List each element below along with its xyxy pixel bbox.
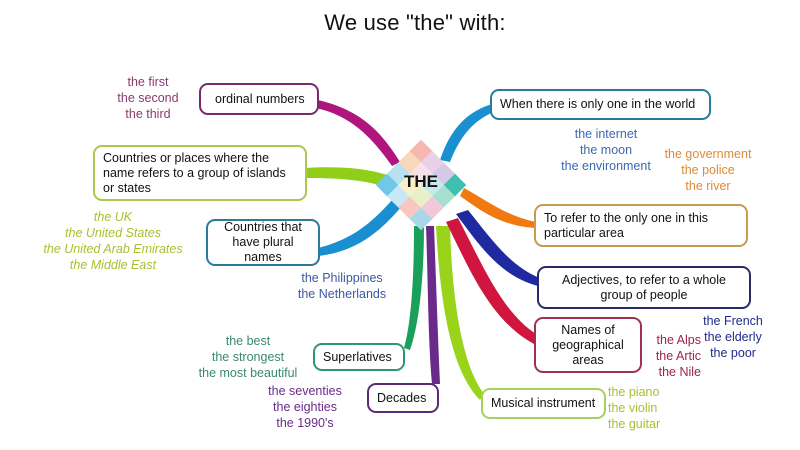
branch-islands xyxy=(306,167,396,190)
examples-islands: the UK the United States the United Arab… xyxy=(38,209,188,273)
examples-ordinal: the first the second the third xyxy=(108,74,188,122)
box-ordinal-numbers: ordinal numbers xyxy=(199,83,319,115)
example-item: the best xyxy=(225,334,271,348)
box-islands-states: Countries or places where the name refer… xyxy=(93,145,307,201)
box-superlatives: Superlatives xyxy=(313,343,405,371)
branch-world xyxy=(440,104,494,162)
box-adjectives-group: Adjectives, to refer to a whole group of… xyxy=(537,266,751,309)
branch-plural xyxy=(318,200,402,256)
example-item: the poor xyxy=(710,346,756,360)
box-label: Superlatives xyxy=(323,349,392,364)
box-label: When there is only one in the world xyxy=(500,97,696,111)
box-label: To refer to the only one in this particu… xyxy=(544,210,708,240)
examples-world: the internet the moon the environment xyxy=(558,126,654,174)
example-item: the Artic xyxy=(655,349,701,363)
box-label: Decades xyxy=(377,390,427,405)
example-item: the French xyxy=(703,314,763,328)
example-item: the guitar xyxy=(608,417,661,431)
example-item: the internet xyxy=(574,127,638,141)
branch-decades xyxy=(426,226,440,384)
example-item: the violin xyxy=(608,401,658,415)
box-label: Adjectives, to refer to a whole group of… xyxy=(562,272,726,302)
example-item: the United Arab Emirates xyxy=(43,242,183,256)
example-item: the river xyxy=(685,179,731,193)
example-item: the strongest xyxy=(211,350,285,364)
example-item: the moon xyxy=(579,143,633,157)
example-item: the Philippines xyxy=(301,271,383,285)
box-label: Countries that have plural names xyxy=(224,220,302,264)
box-plural-names: Countries that have plural names xyxy=(206,219,320,266)
example-item: the piano xyxy=(608,385,660,399)
examples-musical: the piano the violin the guitar xyxy=(608,384,668,432)
example-item: the Netherlands xyxy=(297,287,387,301)
example-item: the police xyxy=(681,163,735,177)
box-label: ordinal numbers xyxy=(215,91,305,106)
example-item: the most beautiful xyxy=(198,366,298,380)
box-particular-area: To refer to the only one in this particu… xyxy=(534,204,748,247)
examples-area: the government the police the river xyxy=(660,146,756,194)
example-item: the elderly xyxy=(704,330,762,344)
branch-superlatives xyxy=(404,226,424,350)
examples-decades: the seventies the eighties the 1990's xyxy=(265,383,345,431)
branch-ordinal xyxy=(316,100,400,166)
example-item: the government xyxy=(664,147,752,161)
box-label: Names of geographical areas xyxy=(552,322,624,367)
example-item: the Alps xyxy=(656,333,701,347)
example-item: the Nile xyxy=(658,365,701,379)
box-label: Countries or places where the name refer… xyxy=(103,150,286,195)
examples-superlatives: the best the strongest the most beautifu… xyxy=(193,333,303,381)
example-item: the Middle East xyxy=(69,258,157,272)
hub-mosaic-icon xyxy=(376,140,466,230)
example-item: the United States xyxy=(65,226,161,240)
example-item: the 1990's xyxy=(276,416,334,430)
example-item: the eighties xyxy=(273,400,337,414)
example-item: the seventies xyxy=(268,384,342,398)
example-item: the UK xyxy=(93,210,133,224)
hub-label: THE xyxy=(404,172,438,191)
example-item: the first xyxy=(127,75,169,89)
example-item: the third xyxy=(125,107,171,121)
box-only-one-world: When there is only one in the world xyxy=(490,89,711,120)
examples-geographical: the Alps the Artic the Nile xyxy=(647,332,701,380)
examples-plural: the Philippines the Netherlands xyxy=(292,270,392,302)
branch-musical xyxy=(436,226,484,400)
branch-adjectives xyxy=(456,210,540,286)
diagram-title: We use "the" with: xyxy=(324,10,506,35)
box-musical-instrument: Musical instrument xyxy=(481,388,606,419)
example-item: the environment xyxy=(561,159,651,173)
box-geographical-areas: Names of geographical areas xyxy=(534,317,642,373)
box-decades: Decades xyxy=(367,383,439,413)
examples-adjectives: the French the elderly the poor xyxy=(700,313,766,361)
box-label: Musical instrument xyxy=(491,396,596,410)
example-item: the second xyxy=(117,91,179,105)
branch-area xyxy=(460,188,536,228)
branch-geographical xyxy=(446,218,536,344)
